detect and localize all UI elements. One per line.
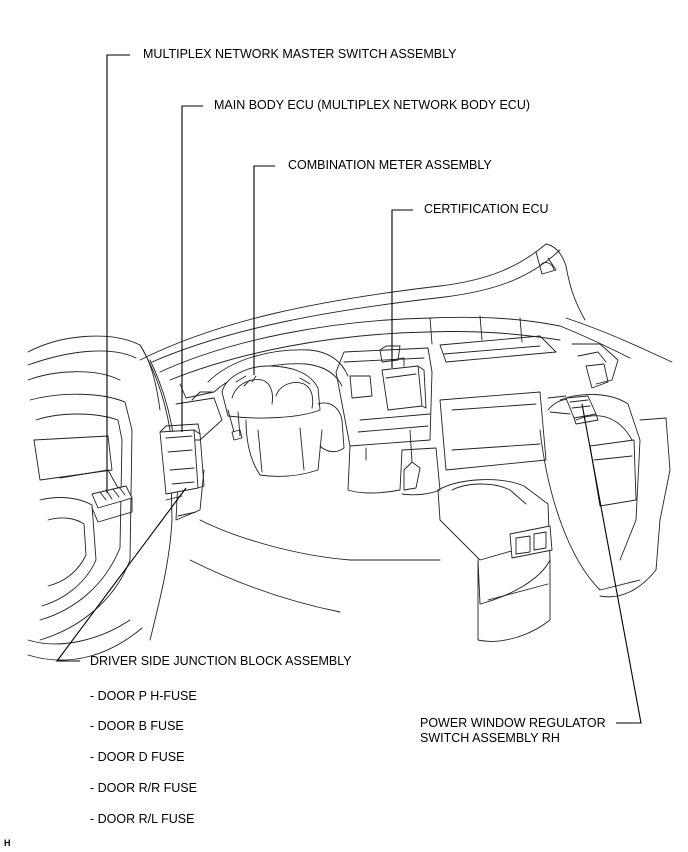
label-junction-block: DRIVER SIDE JUNCTION BLOCK ASSEMBLY — [90, 654, 352, 668]
leader-lines — [55, 54, 642, 724]
driver-door — [27, 335, 175, 661]
corner-mark: H — [4, 838, 11, 848]
label-main-body-ecu: MAIN BODY ECU (MULTIPLEX NETWORK BODY EC… — [214, 98, 531, 112]
fuse-item: - DOOR R/L FUSE — [90, 812, 195, 826]
dashboard — [139, 243, 586, 642]
label-certification-ecu: CERTIFICATION ECU — [424, 202, 549, 216]
fuse-item: - DOOR B FUSE — [90, 719, 184, 733]
fuse-item: - DOOR R/R FUSE — [90, 781, 197, 795]
label-master-switch: MULTIPLEX NETWORK MASTER SWITCH ASSEMBLY — [143, 47, 457, 61]
label-combination-meter: COMBINATION METER ASSEMBLY — [288, 158, 492, 172]
fuse-item: - DOOR P H-FUSE — [90, 689, 197, 703]
fuse-item: - DOOR D FUSE — [90, 750, 185, 764]
passenger-door — [539, 317, 673, 598]
label-power-window-line2: SWITCH ASSEMBLY RH — [420, 731, 560, 745]
label-power-window-line1: POWER WINDOW REGULATOR — [420, 716, 606, 730]
